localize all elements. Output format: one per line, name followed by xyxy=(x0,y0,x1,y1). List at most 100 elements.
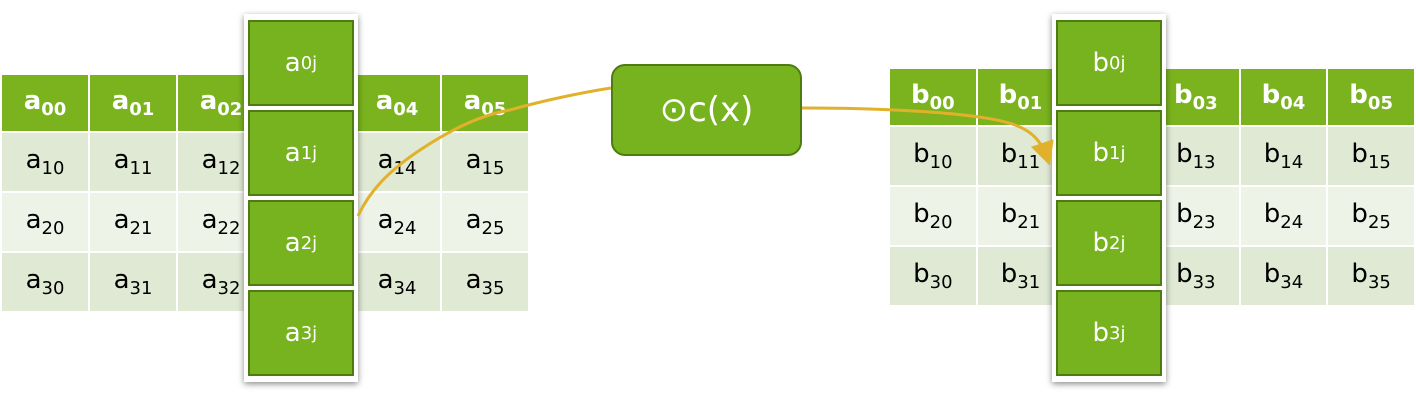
matrix-cell: a04 xyxy=(354,75,442,133)
cell-subscript: 12 xyxy=(217,158,241,179)
cell-base: b xyxy=(1263,199,1281,229)
cell-subscript: 05 xyxy=(1367,93,1393,114)
cell-base: a xyxy=(201,265,218,295)
matrix-cell: b13 xyxy=(1152,127,1241,187)
cell-base: b xyxy=(1000,199,1018,229)
column-cell-base: a xyxy=(284,318,301,348)
cell-base: a xyxy=(377,265,394,295)
matrix-cell: b24 xyxy=(1240,187,1329,247)
cell-subscript: 13 xyxy=(1192,152,1216,173)
cell-subscript: 30 xyxy=(929,272,953,293)
cell-subscript: 24 xyxy=(393,218,417,239)
column-cell-subscript: 2j xyxy=(300,232,318,254)
cell-subscript: 15 xyxy=(481,158,505,179)
matrix-cell: a30 xyxy=(2,253,90,313)
cell-subscript: 31 xyxy=(1017,272,1041,293)
cell-base: a xyxy=(465,205,482,235)
matrix-cell: a34 xyxy=(354,253,442,313)
column-cell-subscript: 3j xyxy=(1109,322,1126,344)
column-cell-base: a xyxy=(284,138,301,168)
matrix-cell: a00 xyxy=(2,75,90,133)
matrix-cell: b04 xyxy=(1240,69,1329,127)
matrix-cell: a31 xyxy=(90,253,178,313)
cell-subscript: 15 xyxy=(1367,152,1391,173)
cell-base: b xyxy=(1263,259,1281,289)
cell-subscript: 35 xyxy=(481,278,505,299)
cell-subscript: 10 xyxy=(929,152,953,173)
function-box: ⊙c(x) xyxy=(611,64,802,156)
cell-base: a xyxy=(113,265,130,295)
matrix-cell: b34 xyxy=(1240,247,1329,307)
cell-base: a xyxy=(201,205,218,235)
column-cell-subscript: 1j xyxy=(300,142,318,164)
cell-base: b xyxy=(1263,139,1281,169)
cell-base: a xyxy=(113,145,130,175)
column-cell-base: a xyxy=(284,48,301,78)
cell-base: a xyxy=(377,205,394,235)
matrix-cell: a11 xyxy=(90,133,178,193)
matrix-cell: a21 xyxy=(90,193,178,253)
cell-subscript: 22 xyxy=(217,218,241,239)
cell-base: a xyxy=(113,205,130,235)
cell-subscript: 31 xyxy=(129,278,153,299)
function-label: ⊙c(x) xyxy=(659,90,754,130)
matrix-cell: a05 xyxy=(442,75,530,133)
matrix-cell: a15 xyxy=(442,133,530,193)
cell-subscript: 00 xyxy=(41,99,67,120)
cell-subscript: 35 xyxy=(1367,272,1391,293)
column-cell-base: b xyxy=(1092,138,1110,168)
table-row: b20b21b22b23b24b25 xyxy=(890,187,1416,247)
cell-subscript: 11 xyxy=(129,158,153,179)
matrix-cell: b20 xyxy=(890,187,978,247)
matrix-cell: b05 xyxy=(1328,69,1416,127)
matrix-cell: b03 xyxy=(1152,69,1241,127)
cell-base: a xyxy=(25,265,42,295)
cell-subscript: 20 xyxy=(41,218,65,239)
cell-subscript: 01 xyxy=(129,99,155,120)
cell-subscript: 25 xyxy=(481,218,505,239)
cell-subscript: 32 xyxy=(217,278,241,299)
cell-base: b xyxy=(913,259,930,289)
matrix-cell: b33 xyxy=(1152,247,1241,307)
cell-base: b xyxy=(1349,80,1368,110)
matrix-cell: b15 xyxy=(1328,127,1416,187)
matrix-cell: a20 xyxy=(2,193,90,253)
cell-subscript: 05 xyxy=(481,99,507,120)
cell-base: b xyxy=(1173,80,1193,110)
cell-base: a xyxy=(375,86,394,116)
cell-subscript: 04 xyxy=(393,99,419,120)
matrix-cell: a10 xyxy=(2,133,90,193)
column-cell-subscript: 0j xyxy=(300,52,318,74)
column-cell-subscript: 1j xyxy=(1109,142,1126,164)
cell-base: a xyxy=(465,145,482,175)
cell-base: b xyxy=(913,199,930,229)
column-cell-base: b xyxy=(1092,48,1110,78)
cell-base: a xyxy=(199,86,218,116)
column-cell-subscript: 3j xyxy=(300,322,318,344)
column-cell-subscript: 0j xyxy=(1109,52,1126,74)
cell-base: b xyxy=(913,139,930,169)
cell-base: b xyxy=(1176,259,1193,289)
cell-subscript: 24 xyxy=(1280,212,1304,233)
cell-base: b xyxy=(998,80,1018,110)
cell-base: a xyxy=(23,86,42,116)
cell-base: b xyxy=(1176,139,1193,169)
matrix-cell: a25 xyxy=(442,193,530,253)
column-cell-base: a xyxy=(284,228,301,258)
cell-subscript: 01 xyxy=(1017,93,1043,114)
matrix-cell: b14 xyxy=(1240,127,1329,187)
cell-subscript: 25 xyxy=(1367,212,1391,233)
cell-subscript: 10 xyxy=(41,158,65,179)
cell-subscript: 21 xyxy=(129,218,153,239)
matrix-cell: b30 xyxy=(890,247,978,307)
matrix-cell: b25 xyxy=(1328,187,1416,247)
matrix-cell: a01 xyxy=(90,75,178,133)
cell-subscript: 30 xyxy=(41,278,65,299)
matrix-cell: b00 xyxy=(890,69,978,127)
